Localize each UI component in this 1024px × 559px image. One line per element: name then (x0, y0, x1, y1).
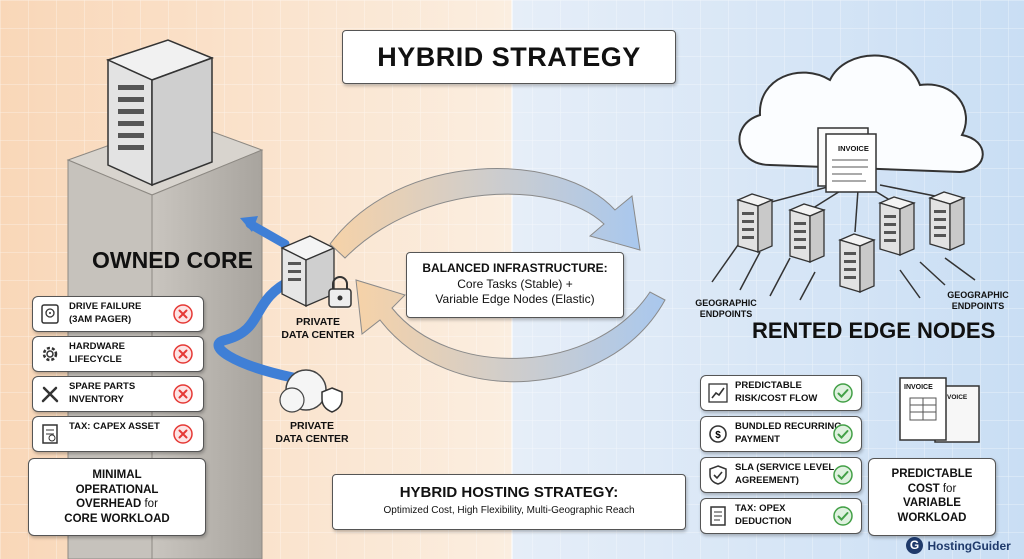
hard-drive-icon (39, 303, 61, 325)
left-summary-box: MINIMAL OPERATIONAL OVERHEAD for CORE WO… (28, 458, 206, 536)
tower-server-icon (105, 39, 215, 187)
svg-text:$: $ (715, 430, 721, 441)
hybrid-subtitle: Optimized Cost, High Flexibility, Multi-… (383, 505, 635, 516)
private-dc-label-1: PRIVATE DATA CENTER (281, 316, 355, 341)
edge-server-icon (928, 191, 966, 251)
risk-label: HARDWARE LIFECYCLE (69, 341, 125, 365)
lock-icon (328, 276, 352, 308)
left-summary-line3b: for (141, 498, 158, 510)
brand-text: HostingGuider (927, 538, 1011, 553)
edge-server-icon (736, 193, 774, 253)
invoice-stack-icon (899, 377, 980, 443)
gear-icon (39, 343, 61, 365)
document-icon (707, 505, 729, 527)
invoice-label: INVOICE (838, 144, 869, 153)
benefit-label: TAX: OPEX DEDUCTION (735, 503, 792, 527)
right-summary-line4: WORKLOAD (897, 511, 967, 524)
edge-server-icon (838, 233, 876, 293)
cloud-icon (738, 54, 984, 174)
balanced-title: BALANCED INFRASTRUCTURE: (422, 261, 608, 275)
x-mark-icon (173, 384, 193, 404)
brand-g-icon: G (906, 537, 923, 555)
brand-logo: G HostingGuider (906, 537, 1011, 555)
left-summary-line2: OPERATIONAL (75, 483, 159, 496)
page-title: HYBRID STRATEGY (377, 42, 641, 72)
right-summary-line2b: for (939, 482, 957, 495)
private-dc-label-2: PRIVATE DATA CENTER (275, 420, 349, 445)
tax-document-icon (39, 423, 61, 445)
benefit-card: SLA (SERVICE LEVEL AGREEMENT) (700, 457, 862, 493)
right-summary-line1: PREDICTABLE (891, 468, 973, 480)
balanced-infrastructure-box: BALANCED INFRASTRUCTURE: Core Tasks (Sta… (406, 252, 624, 318)
private-server-icon (280, 235, 336, 308)
risk-label: SPARE PARTS INVENTORY (69, 381, 136, 405)
x-mark-icon (173, 424, 193, 444)
left-summary-line3a: OVERHEAD (76, 498, 142, 510)
invoice-label-small: INVOICE (904, 384, 933, 391)
left-summary-line4: CORE WORKLOAD (64, 512, 170, 525)
check-mark-icon (833, 506, 853, 526)
benefit-label: BUNDLED RECURRING PAYMENT (735, 421, 842, 445)
right-summary-line3: VARIABLE (903, 497, 961, 509)
cycle-arrows (329, 168, 666, 383)
benefit-card: $ BUNDLED RECURRING PAYMENT (700, 416, 862, 452)
risk-label: TAX: CAPEX ASSET (69, 421, 160, 432)
endpoint-arrows (711, 244, 976, 301)
balanced-line3: Variable Edge Nodes (Elastic) (435, 292, 595, 306)
invoice-label-small-2: VOICE (947, 394, 968, 401)
title-box: HYBRID STRATEGY (342, 30, 676, 84)
invoice-document-icon (817, 127, 877, 193)
left-summary-line1: MINIMAL (92, 469, 142, 481)
geo-endpoints-label-2: GEOGRAPHIC ENDPOINTS (947, 290, 1009, 311)
benefit-label: PREDICTABLE RISK/COST FLOW (735, 380, 818, 404)
benefit-label: SLA (SERVICE LEVEL AGREEMENT) (735, 462, 835, 486)
cloud-shield-icon (279, 369, 343, 413)
edge-server-icon (878, 196, 916, 256)
risk-label: DRIVE FAILURE (3AM Pager) (69, 301, 142, 325)
chart-icon (707, 382, 729, 404)
owned-core-heading: OWNED CORE (92, 247, 253, 273)
benefit-card: TAX: OPEX DEDUCTION (700, 498, 862, 534)
check-mark-icon (833, 383, 853, 403)
right-summary-box: PREDICTABLE COST for VARIABLE WORKLOAD (868, 458, 996, 536)
benefit-card: PREDICTABLE RISK/COST FLOW (700, 375, 862, 411)
risk-card: TAX: CAPEX ASSET (32, 416, 204, 452)
check-mark-icon (833, 465, 853, 485)
hybrid-title: HYBRID HOSTING STRATEGY: (399, 484, 619, 501)
risk-card: HARDWARE LIFECYCLE (32, 336, 204, 372)
tools-icon (39, 383, 61, 405)
x-mark-icon (173, 304, 193, 324)
geo-endpoints-label-1: GEOGRAPHIC ENDPOINTS (695, 298, 757, 319)
rented-edge-heading: RENTED EDGE NODES (752, 318, 996, 343)
shield-check-icon (707, 464, 729, 486)
hybrid-hosting-box: HYBRID HOSTING STRATEGY: Optimized Cost,… (332, 474, 686, 530)
edge-server-icon (788, 203, 826, 263)
edge-servers (736, 191, 966, 293)
check-mark-icon (833, 424, 853, 444)
risk-card: DRIVE FAILURE (3AM Pager) (32, 296, 204, 332)
right-summary-line2a: COST (907, 482, 940, 495)
recurring-payment-icon: $ (707, 423, 729, 445)
risk-card: SPARE PARTS INVENTORY (32, 376, 204, 412)
balanced-line2: Core Tasks (Stable) + (457, 277, 573, 291)
x-mark-icon (173, 344, 193, 364)
